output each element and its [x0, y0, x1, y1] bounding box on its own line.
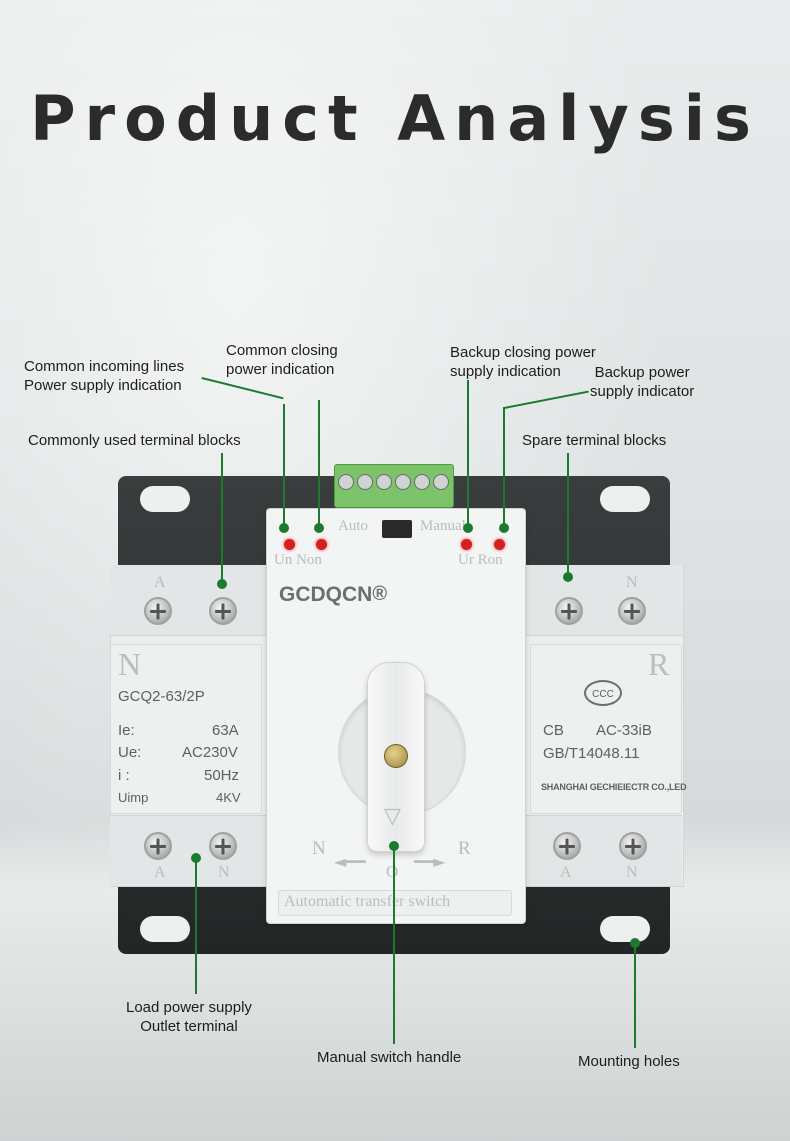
led-right-label: Ur Ron [458, 552, 503, 568]
led-un [284, 539, 295, 550]
connector-screw [395, 474, 411, 490]
right-nameplate [530, 644, 682, 814]
callout-common-closing: Common closing power indication [226, 342, 338, 378]
connector-screw [414, 474, 430, 490]
dial-n-label: N [312, 838, 326, 859]
terminal-screw[interactable] [555, 597, 583, 625]
spec-value: AC230V [182, 744, 238, 761]
terminal-bottom-right-a: A [560, 864, 572, 881]
dial-o-label: O [386, 862, 398, 882]
leader-dot [563, 572, 573, 582]
terminal-bottom-left-n: N [218, 864, 230, 881]
left-plate-badge: N [118, 646, 142, 682]
leader-dot [314, 523, 324, 533]
terminal-top-right-label: N [626, 574, 638, 591]
callout-spare-terminal: Spare terminal blocks [522, 432, 667, 449]
left-top-terminal-block [110, 565, 270, 636]
callout-mounting-holes: Mounting holes [578, 1053, 680, 1070]
auto-manual-switch[interactable] [382, 520, 412, 538]
terminal-screw[interactable] [209, 597, 237, 625]
spec-value: 63A [212, 722, 239, 739]
left-bottom-terminal-block [110, 815, 270, 886]
mounting-hole-top-left [140, 486, 190, 512]
leader-spare-terminal [567, 453, 569, 576]
callout-backup-power: Backup power supply indicator [590, 364, 695, 400]
callout-common-incoming: Common incoming lines Power supply indic… [24, 358, 185, 394]
leader-manual-handle [393, 846, 395, 1044]
right-plate-cb: CB [543, 722, 564, 739]
leader-load-outlet [195, 858, 197, 994]
mounting-hole-top-right [600, 486, 650, 512]
leader-dot [217, 579, 227, 589]
led-ron [494, 539, 505, 550]
spec-value: 50Hz [204, 767, 240, 784]
leader-common-terminal [221, 453, 223, 581]
terminal-screw[interactable] [618, 597, 646, 625]
leader-dot [389, 841, 399, 851]
leader-dot [630, 938, 640, 948]
terminal-screw[interactable] [619, 832, 647, 860]
spec-key: Ue: [118, 744, 142, 761]
leader-mounting-holes [634, 943, 636, 1048]
leader-dot [499, 523, 509, 533]
mounting-hole-bottom-left [140, 916, 190, 942]
callout-common-terminal: Commonly used terminal blocks [28, 432, 241, 449]
mounting-hole-bottom-right [600, 916, 650, 942]
leader-common-incoming [283, 404, 285, 528]
callout-backup-closing: Backup closing power supply indication [450, 344, 596, 380]
right-plate-standard: GB/T14048.11 [543, 745, 640, 762]
left-plate-model: GCQ2-63/2P [118, 688, 205, 705]
switch-manual-label: Manual [420, 518, 466, 534]
handle-screw [384, 744, 408, 768]
spec-value: 4KV [216, 790, 241, 805]
bottom-band [278, 890, 512, 916]
leader-common-closing [318, 400, 320, 528]
page-title: Product Analysis [30, 82, 760, 155]
handle-arrow-icon: ▽ [384, 804, 401, 829]
right-bottom-terminal-block [522, 815, 682, 886]
spec-key: i : [118, 767, 130, 784]
led-ur [461, 539, 472, 550]
callout-manual-handle: Manual switch handle [317, 1049, 462, 1066]
brand-label: GCDQCN® [279, 583, 387, 607]
spec-key: Ie: [118, 722, 135, 739]
ccc-cert-logo: CCC [584, 680, 622, 706]
registered-mark: ® [372, 583, 388, 605]
rotate-left-arrow-icon: ◄━━ [334, 852, 366, 871]
led-non [316, 539, 327, 550]
right-plate-maker: SHANGHAI GECHIEIECTR CO.,LED [541, 782, 687, 792]
terminal-screw[interactable] [144, 832, 172, 860]
callout-load-outlet: Load power supply Outlet terminal [126, 999, 252, 1035]
brand-name: GCDQCN [279, 583, 373, 606]
leader-dot [191, 853, 201, 863]
spec-key: Uimp [118, 790, 149, 805]
terminal-bottom-left-a: A [154, 864, 166, 881]
rotate-right-arrow-icon: ━━► [414, 852, 446, 871]
connector-screw [433, 474, 449, 490]
connector-screw [357, 474, 373, 490]
right-plate-badge: R [648, 646, 670, 682]
leader-dot [279, 523, 289, 533]
connector-screw [338, 474, 354, 490]
terminal-screw[interactable] [553, 832, 581, 860]
right-plate-category: AC-33iB [596, 722, 652, 739]
led-left-label: Un Non [274, 552, 322, 568]
bottom-band-label: Automatic transfer switch [284, 893, 451, 910]
dial-r-label: R [458, 838, 471, 859]
leader-backup-power [503, 407, 505, 528]
left-nameplate [110, 644, 262, 814]
right-top-terminal-block [522, 565, 682, 636]
leader-backup-closing [467, 380, 469, 528]
terminal-top-left-label: A [154, 574, 166, 591]
leader-dot [463, 523, 473, 533]
terminal-bottom-right-n: N [626, 864, 638, 881]
terminal-screw[interactable] [209, 832, 237, 860]
terminal-screw[interactable] [144, 597, 172, 625]
connector-screw [376, 474, 392, 490]
switch-auto-label: Auto [338, 518, 368, 534]
ccc-cert-text: CCC [592, 689, 614, 700]
